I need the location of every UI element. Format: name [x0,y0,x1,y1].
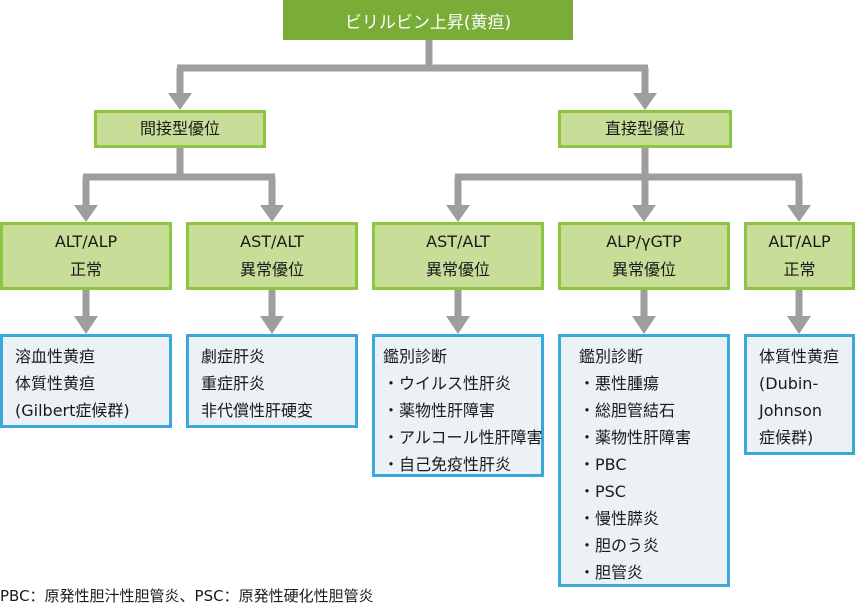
arrow-head-icon [633,93,657,110]
result-line: ・PSC [579,482,626,501]
result-line: (Dubin- [759,374,819,393]
result-line: ・悪性腫瘍 [579,374,660,393]
arrow-head-icon [260,316,284,334]
arrow-head-icon [787,316,811,334]
node-line1: ALT/ALP [54,232,118,251]
arrow-head-icon [260,205,284,222]
footnote-abbreviations: PBC：原発性胆汁性胆管炎、PSC：原発性硬化性胆管炎 [0,587,374,605]
arrow-head-icon [74,205,98,222]
root-node-label: ビリルビン上昇(黄疸) [344,12,512,33]
result-line: ・胆のう炎 [579,536,660,555]
node-indirect-dominant: 間接型優位 [94,110,266,148]
result-heading: 鑑別診断 [579,347,644,366]
arrow-head-icon [74,316,98,334]
node-line1: AST/ALT [240,232,304,251]
node-line2: 正常 [69,260,102,279]
node-line2: 正常 [783,260,816,279]
arrow-head-icon [446,316,470,334]
result-line: 症候群) [759,428,814,447]
root-node-bilirubin-elevation: ビリルビン上昇(黄疸) [283,0,573,40]
result-line: 劇症肝炎 [201,347,266,366]
node-label: 直接型優位 [604,119,685,138]
result-heading: 鑑別診断 [383,347,448,366]
node-direct-dominant: 直接型優位 [558,110,732,148]
result-box-dubin-johnson: 体質性黄疸 (Dubin- Johnson 症候群) [744,334,855,455]
result-line: ・ウイルス性肝炎 [383,374,512,393]
result-line: Johnson [759,401,823,420]
node-line1: ALP/γGTP [606,232,682,251]
node-line2: 異常優位 [611,260,676,279]
node-line2: 異常優位 [239,260,304,279]
result-line: ・胆管炎 [579,563,644,582]
node-ast-alt-abnormal-indirect: AST/ALT 異常優位 [186,222,358,290]
result-line: ・PBC [579,455,627,474]
node-label: 間接型優位 [139,119,220,138]
node-alp-ggtp-abnormal-direct: ALP/γGTP 異常優位 [558,222,730,290]
node-ast-alt-abnormal-direct: AST/ALT 異常優位 [372,222,544,290]
result-box-differential-hepatocellular: 鑑別診断 ・ウイルス性肝炎 ・薬物性肝障害 ・アルコール性肝障害 ・自己免疫性肝… [372,334,544,477]
result-box-fulminant-hepatitis: 劇症肝炎 重症肝炎 非代償性肝硬変 [186,334,358,428]
result-line: 体質性黄疸 [759,347,840,366]
result-line: 非代償性肝硬変 [201,401,314,420]
result-box-hemolytic-constitutional: 溶血性黄疸 体質性黄疸 (Gilbert症候群) [0,334,172,428]
node-line1: ALT/ALP [768,232,831,251]
result-line: 体質性黄疸 [15,374,96,393]
result-line: (Gilbert症候群) [15,401,130,420]
result-box-differential-cholestatic: 鑑別診断 ・悪性腫瘍 ・総胆管結石 ・薬物性肝障害 ・PBC ・PSC ・慢性膵… [558,334,730,587]
arrow-head-icon [168,93,192,110]
result-line: ・慢性膵炎 [579,509,660,528]
result-line: ・総胆管結石 [579,401,676,420]
result-line: 重症肝炎 [201,374,266,393]
result-line: ・アルコール性肝障害 [383,428,543,447]
result-line: ・薬物性肝障害 [579,428,692,447]
node-alt-alp-normal-direct: ALT/ALP 正常 [744,222,855,290]
arrow-head-icon [632,316,656,334]
result-line: ・自己免疫性肝炎 [383,455,512,474]
result-line: ・薬物性肝障害 [383,401,496,420]
arrow-head-icon [632,205,656,222]
node-line1: AST/ALT [426,232,490,251]
arrow-head-icon [787,205,811,222]
result-line: 溶血性黄疸 [15,347,96,366]
node-line2: 異常優位 [425,260,490,279]
node-alt-alp-normal-indirect: ALT/ALP 正常 [0,222,172,290]
arrow-head-icon [446,205,470,222]
